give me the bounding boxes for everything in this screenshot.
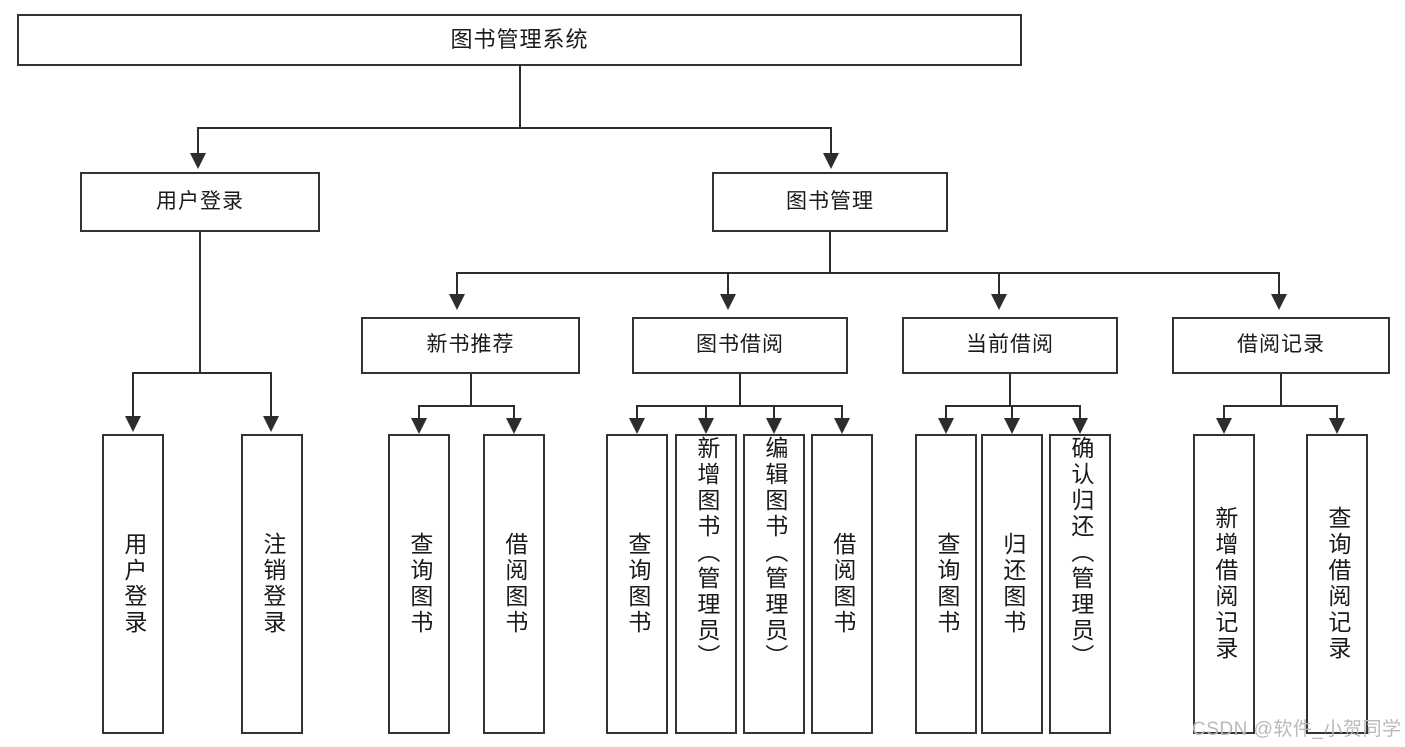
arrow-to-leaf-nbr-query-book xyxy=(411,418,427,434)
leaf-nbr-query-book[interactable]: 查询图书 xyxy=(388,434,450,734)
leaf-cb-confirm-return[interactable]: 确认归还（管理员） xyxy=(1049,434,1111,734)
connector-user-login-drop-2 xyxy=(270,372,272,418)
connector-bm-drop-3 xyxy=(998,272,1000,296)
node-label: 查询借阅记录 xyxy=(1324,506,1351,662)
arrow-to-new-book-recommend xyxy=(449,294,465,310)
connector-br-bus xyxy=(1223,405,1337,407)
arrow-to-leaf-bb-add-book xyxy=(698,418,714,434)
arrow-to-leaf-br-query-record xyxy=(1329,418,1345,434)
node-label: 图书管理系统 xyxy=(450,27,589,53)
connector-root-stem xyxy=(519,66,521,128)
connector-bm-drop-1 xyxy=(456,272,458,296)
connector-book-management-stem xyxy=(829,232,831,274)
connector-br-stem xyxy=(1280,374,1282,407)
node-book-management[interactable]: 图书管理 xyxy=(712,172,948,232)
connector-nbr-bus xyxy=(418,405,514,407)
connector-cb-drop-3 xyxy=(1079,405,1081,420)
arrow-to-leaf-cb-confirm-return xyxy=(1072,418,1088,434)
leaf-logout[interactable]: 注销登录 xyxy=(241,434,303,734)
node-label: 借阅图书 xyxy=(829,532,856,636)
node-label: 借阅图书 xyxy=(501,532,528,636)
connector-user-login-bus xyxy=(132,372,270,374)
arrow-to-current-borrow xyxy=(991,294,1007,310)
node-label: 查询图书 xyxy=(624,532,651,636)
leaf-bb-edit-book[interactable]: 编辑图书（管理员） xyxy=(743,434,805,734)
connector-nbr-stem xyxy=(470,374,472,407)
node-label: 确认归还（管理员） xyxy=(1067,436,1094,670)
connector-nbr-drop-1 xyxy=(418,405,420,420)
node-label: 用户登录 xyxy=(120,532,147,636)
arrow-to-leaf-nbr-borrow-book xyxy=(506,418,522,434)
node-label: 借阅记录 xyxy=(1237,333,1325,357)
connector-bb-drop-3 xyxy=(773,405,775,420)
node-label: 归还图书 xyxy=(999,532,1026,636)
connector-bb-drop-4 xyxy=(841,405,843,420)
leaf-cb-return-book[interactable]: 归还图书 xyxy=(981,434,1043,734)
node-label: 注销登录 xyxy=(259,532,286,636)
node-label: 查询图书 xyxy=(406,532,433,636)
node-book-borrow[interactable]: 图书借阅 xyxy=(632,317,848,374)
connector-cb-stem xyxy=(1009,374,1011,407)
arrow-to-leaf-bb-borrow-book xyxy=(834,418,850,434)
node-label: 图书借阅 xyxy=(696,333,784,357)
node-label: 新增图书（管理员） xyxy=(693,436,720,670)
arrow-to-user-login xyxy=(190,153,206,169)
connector-cb-drop-2 xyxy=(1011,405,1013,420)
connector-user-login-stem xyxy=(199,232,201,373)
connector-book-management-bus xyxy=(456,272,1279,274)
arrow-to-leaf-br-add-record xyxy=(1216,418,1232,434)
leaf-bb-add-book[interactable]: 新增图书（管理员） xyxy=(675,434,737,734)
leaf-cb-query-book[interactable]: 查询图书 xyxy=(915,434,977,734)
arrow-to-borrow-record xyxy=(1271,294,1287,310)
csdn-watermark: CSDN @软件_小贺同学 xyxy=(1192,719,1402,740)
node-label: 图书管理 xyxy=(786,189,874,213)
arrow-to-book-borrow xyxy=(720,294,736,310)
connector-bb-drop-1 xyxy=(636,405,638,420)
node-user-login[interactable]: 用户登录 xyxy=(80,172,320,232)
arrow-to-leaf-bb-edit-book xyxy=(766,418,782,434)
leaf-br-query-record[interactable]: 查询借阅记录 xyxy=(1306,434,1368,734)
connector-root-drop-left xyxy=(197,127,199,153)
connector-bb-stem xyxy=(739,374,741,407)
node-new-book-recommend[interactable]: 新书推荐 xyxy=(361,317,580,374)
connector-bb-bus xyxy=(636,405,842,407)
leaf-nbr-borrow-book[interactable]: 借阅图书 xyxy=(483,434,545,734)
connector-br-drop-1 xyxy=(1223,405,1225,420)
connector-bm-drop-4 xyxy=(1278,272,1280,296)
leaf-user-login[interactable]: 用户登录 xyxy=(102,434,164,734)
connector-bm-drop-2 xyxy=(727,272,729,296)
connector-bb-drop-2 xyxy=(705,405,707,420)
leaf-bb-query-book[interactable]: 查询图书 xyxy=(606,434,668,734)
node-label: 用户登录 xyxy=(156,189,244,213)
connector-root-drop-right xyxy=(830,127,832,153)
node-label: 新增借阅记录 xyxy=(1211,506,1238,662)
node-label: 查询图书 xyxy=(933,532,960,636)
arrow-to-leaf-cb-return-book xyxy=(1004,418,1020,434)
arrow-to-leaf-user-login xyxy=(125,416,141,432)
leaf-bb-borrow-book[interactable]: 借阅图书 xyxy=(811,434,873,734)
connector-user-login-drop-1 xyxy=(132,372,134,418)
node-label: 编辑图书（管理员） xyxy=(761,436,788,670)
arrow-to-book-management xyxy=(823,153,839,169)
node-label: 当前借阅 xyxy=(966,333,1054,357)
connector-root-bus xyxy=(197,127,831,129)
connector-nbr-drop-2 xyxy=(513,405,515,420)
node-borrow-record[interactable]: 借阅记录 xyxy=(1172,317,1390,374)
arrow-to-leaf-logout xyxy=(263,416,279,432)
node-root-book-management-system[interactable]: 图书管理系统 xyxy=(17,14,1022,66)
node-label: 新书推荐 xyxy=(426,333,515,357)
connector-cb-drop-1 xyxy=(945,405,947,420)
arrow-to-leaf-bb-query-book xyxy=(629,418,645,434)
connector-br-drop-2 xyxy=(1336,405,1338,420)
leaf-br-add-record[interactable]: 新增借阅记录 xyxy=(1193,434,1255,734)
node-current-borrow[interactable]: 当前借阅 xyxy=(902,317,1118,374)
arrow-to-leaf-cb-query-book xyxy=(938,418,954,434)
